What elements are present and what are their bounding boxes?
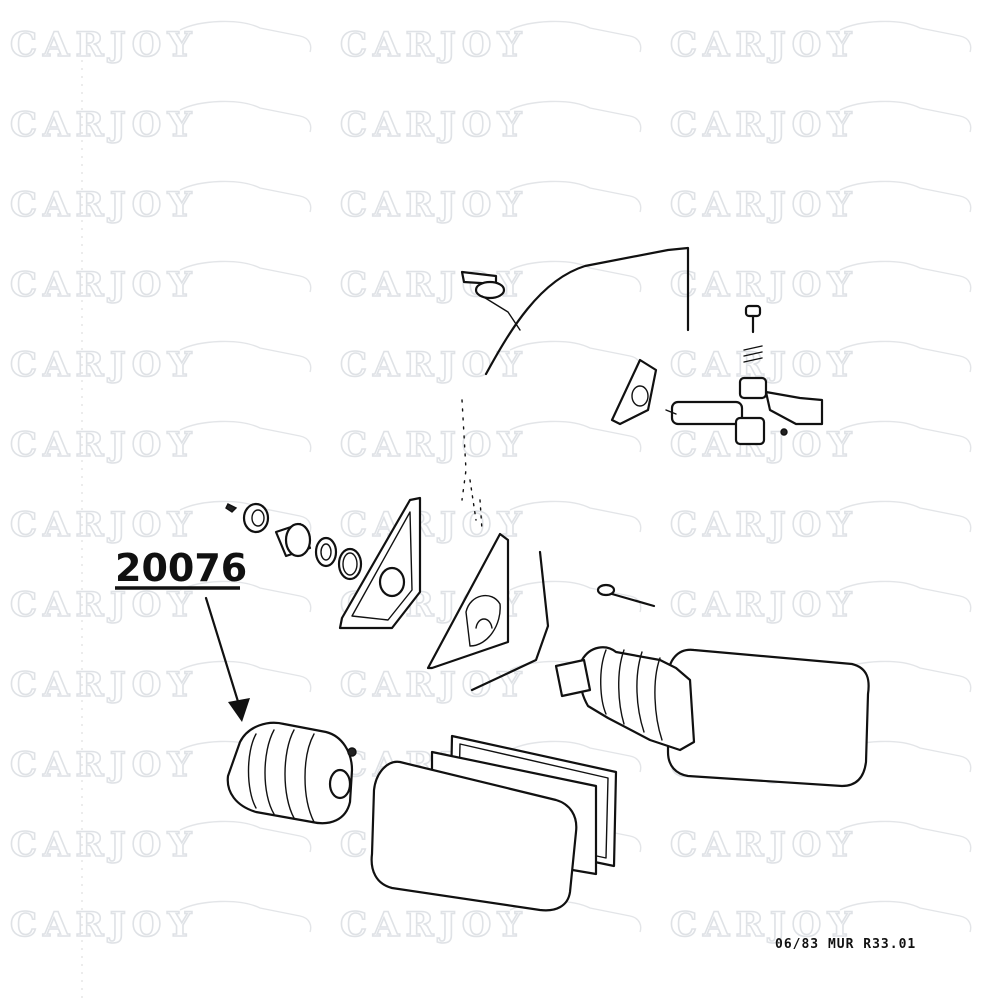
watermark-car-icon <box>509 420 642 453</box>
rubber-seal-strip <box>470 550 550 692</box>
mirror-bezel-plate <box>610 358 658 426</box>
watermark-text: CARJOY <box>10 905 198 945</box>
watermark-car-icon <box>509 340 642 373</box>
watermark-text: CARJOY <box>340 425 528 465</box>
watermark-car-icon <box>839 100 972 133</box>
callout-arrow <box>204 596 250 722</box>
watermark-car-icon <box>839 580 972 613</box>
watermark-car-icon <box>509 260 642 293</box>
o-ring <box>337 547 363 581</box>
watermark-text: CARJOY <box>10 25 198 65</box>
watermark-car-icon <box>839 500 972 533</box>
watermark-text: CARJOY <box>670 825 858 865</box>
watermark-car-icon <box>839 420 972 453</box>
watermark-car-icon <box>839 820 972 853</box>
watermark-car-icon <box>509 20 642 53</box>
watermark-car-icon <box>509 740 642 773</box>
watermark-car-icon <box>839 180 972 213</box>
watermark-text: CARJOY <box>10 505 198 545</box>
watermark-car-icon <box>839 660 972 693</box>
watermark-car-icon <box>839 340 972 373</box>
watermark-text: CARJOY <box>340 105 528 145</box>
mirror-shell <box>370 760 578 912</box>
adjuster-screw <box>744 304 762 334</box>
watermark-car-icon <box>179 580 312 613</box>
inner-trim-cover <box>426 532 510 670</box>
watermark-text: CARJOY <box>10 265 198 305</box>
bushing-cap <box>242 502 270 534</box>
door-window-frame <box>461 246 690 531</box>
part-number-callout: 20076 <box>115 546 247 590</box>
watermark-car-icon <box>509 180 642 213</box>
watermark-car-icon <box>179 260 312 293</box>
watermark-car-icon <box>509 580 642 613</box>
watermark-text: CARJOY <box>340 665 528 705</box>
bushing-sleeve <box>274 522 312 558</box>
watermark-text: CARJOY <box>340 505 528 545</box>
watermark-car-icon <box>839 900 972 933</box>
watermark-text: CARJOY <box>670 265 858 305</box>
watermark-car-icon <box>509 500 642 533</box>
watermark-text: CARJOY <box>670 25 858 65</box>
small-bolt <box>225 503 238 513</box>
watermark-car-icon <box>839 260 972 293</box>
watermark-car-icon <box>179 420 312 453</box>
watermark-text: CARJOY <box>340 905 528 945</box>
watermark-car-icon <box>839 20 972 53</box>
watermark-text: CARJOY <box>10 425 198 465</box>
drawing-reference-code: 06/83 MUR R33.01 <box>775 937 916 952</box>
watermark-car-icon <box>179 900 312 933</box>
watermark-car-icon <box>179 340 312 373</box>
watermark-car-icon <box>179 820 312 853</box>
watermark-car-icon <box>179 180 312 213</box>
watermark-text: CARJOY <box>670 905 858 945</box>
watermark-text: CARJOY <box>10 825 198 865</box>
watermark-text: CARJOY <box>670 185 858 225</box>
watermark-text: CARJOY <box>10 585 198 625</box>
watermark-text: CARJOY <box>10 665 198 705</box>
retaining-ring <box>314 536 338 568</box>
watermark-text: CARJOY <box>10 345 198 385</box>
watermark-text: CARJOY <box>670 505 858 545</box>
watermark-text: CARJOY <box>670 105 858 145</box>
watermark-car-icon <box>179 100 312 133</box>
watermark-text: CARJOY <box>10 745 198 785</box>
assembled-mirror-housing <box>554 646 870 788</box>
adjuster-spring <box>743 345 763 363</box>
mirror-mounting-base <box>338 496 422 630</box>
watermark-car-icon <box>509 100 642 133</box>
locating-pin <box>596 583 656 608</box>
watermark-text: CARJOY <box>670 585 858 625</box>
watermark-car-icon <box>179 20 312 53</box>
watermark-text: CARJOY <box>340 185 528 225</box>
watermark-car-icon <box>179 660 312 693</box>
watermark-layer: CARJOY CARJOY CARJOY CARJOY CARJOY CARJOY CARJ… <box>9 20 972 946</box>
watermark-text: CARJOY <box>10 105 198 145</box>
watermark-text: CARJOY <box>10 185 198 225</box>
rubber-boot-20076 <box>226 721 357 825</box>
adjuster-mechanism <box>665 376 824 446</box>
watermark-text: CARJOY <box>340 25 528 65</box>
remote-control-knob <box>460 270 521 331</box>
